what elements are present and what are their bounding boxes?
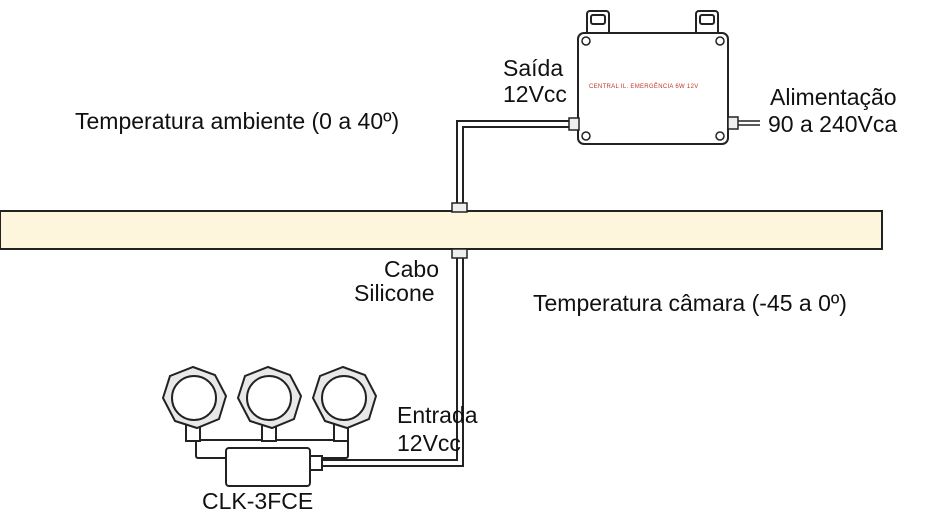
cable-lower [320,258,464,467]
cabo-label: Cabo [384,256,439,282]
supply-wire [738,120,760,126]
model-label: CLK-3FCE [202,488,314,514]
wall-gland-top [451,202,468,213]
cable-upper [456,120,569,211]
lamp-head-right [311,365,378,430]
central-device-label: CENTRAL IL. EMERGÊNCIA 6W 12V [589,84,699,90]
temp-ambiente-label: Temperatura ambiente (0 a 40º) [75,108,400,134]
output-gland [568,117,580,131]
wall-gland-bottom [451,248,468,259]
entrada-voltage: 12Vcc [397,430,461,456]
silicone-label: Silicone [354,280,435,306]
wall-band [0,210,883,250]
saida-label: Saída [503,55,564,81]
box-screws [581,36,725,141]
lamp-head-center [236,365,303,430]
mounting-tabs [586,10,719,38]
alimentacao-voltage: 90 a 240Vca [768,111,898,137]
temp-camara-label: Temperatura câmara (-45 a 0º) [533,290,847,316]
supply-gland [727,116,739,130]
light-fixture [161,365,378,487]
entrada-label: Entrada [397,402,478,428]
lamp-head-left [161,365,228,430]
central-box [577,32,729,145]
alimentacao-label: Alimentação [770,84,897,110]
saida-voltage: 12Vcc [503,81,567,107]
